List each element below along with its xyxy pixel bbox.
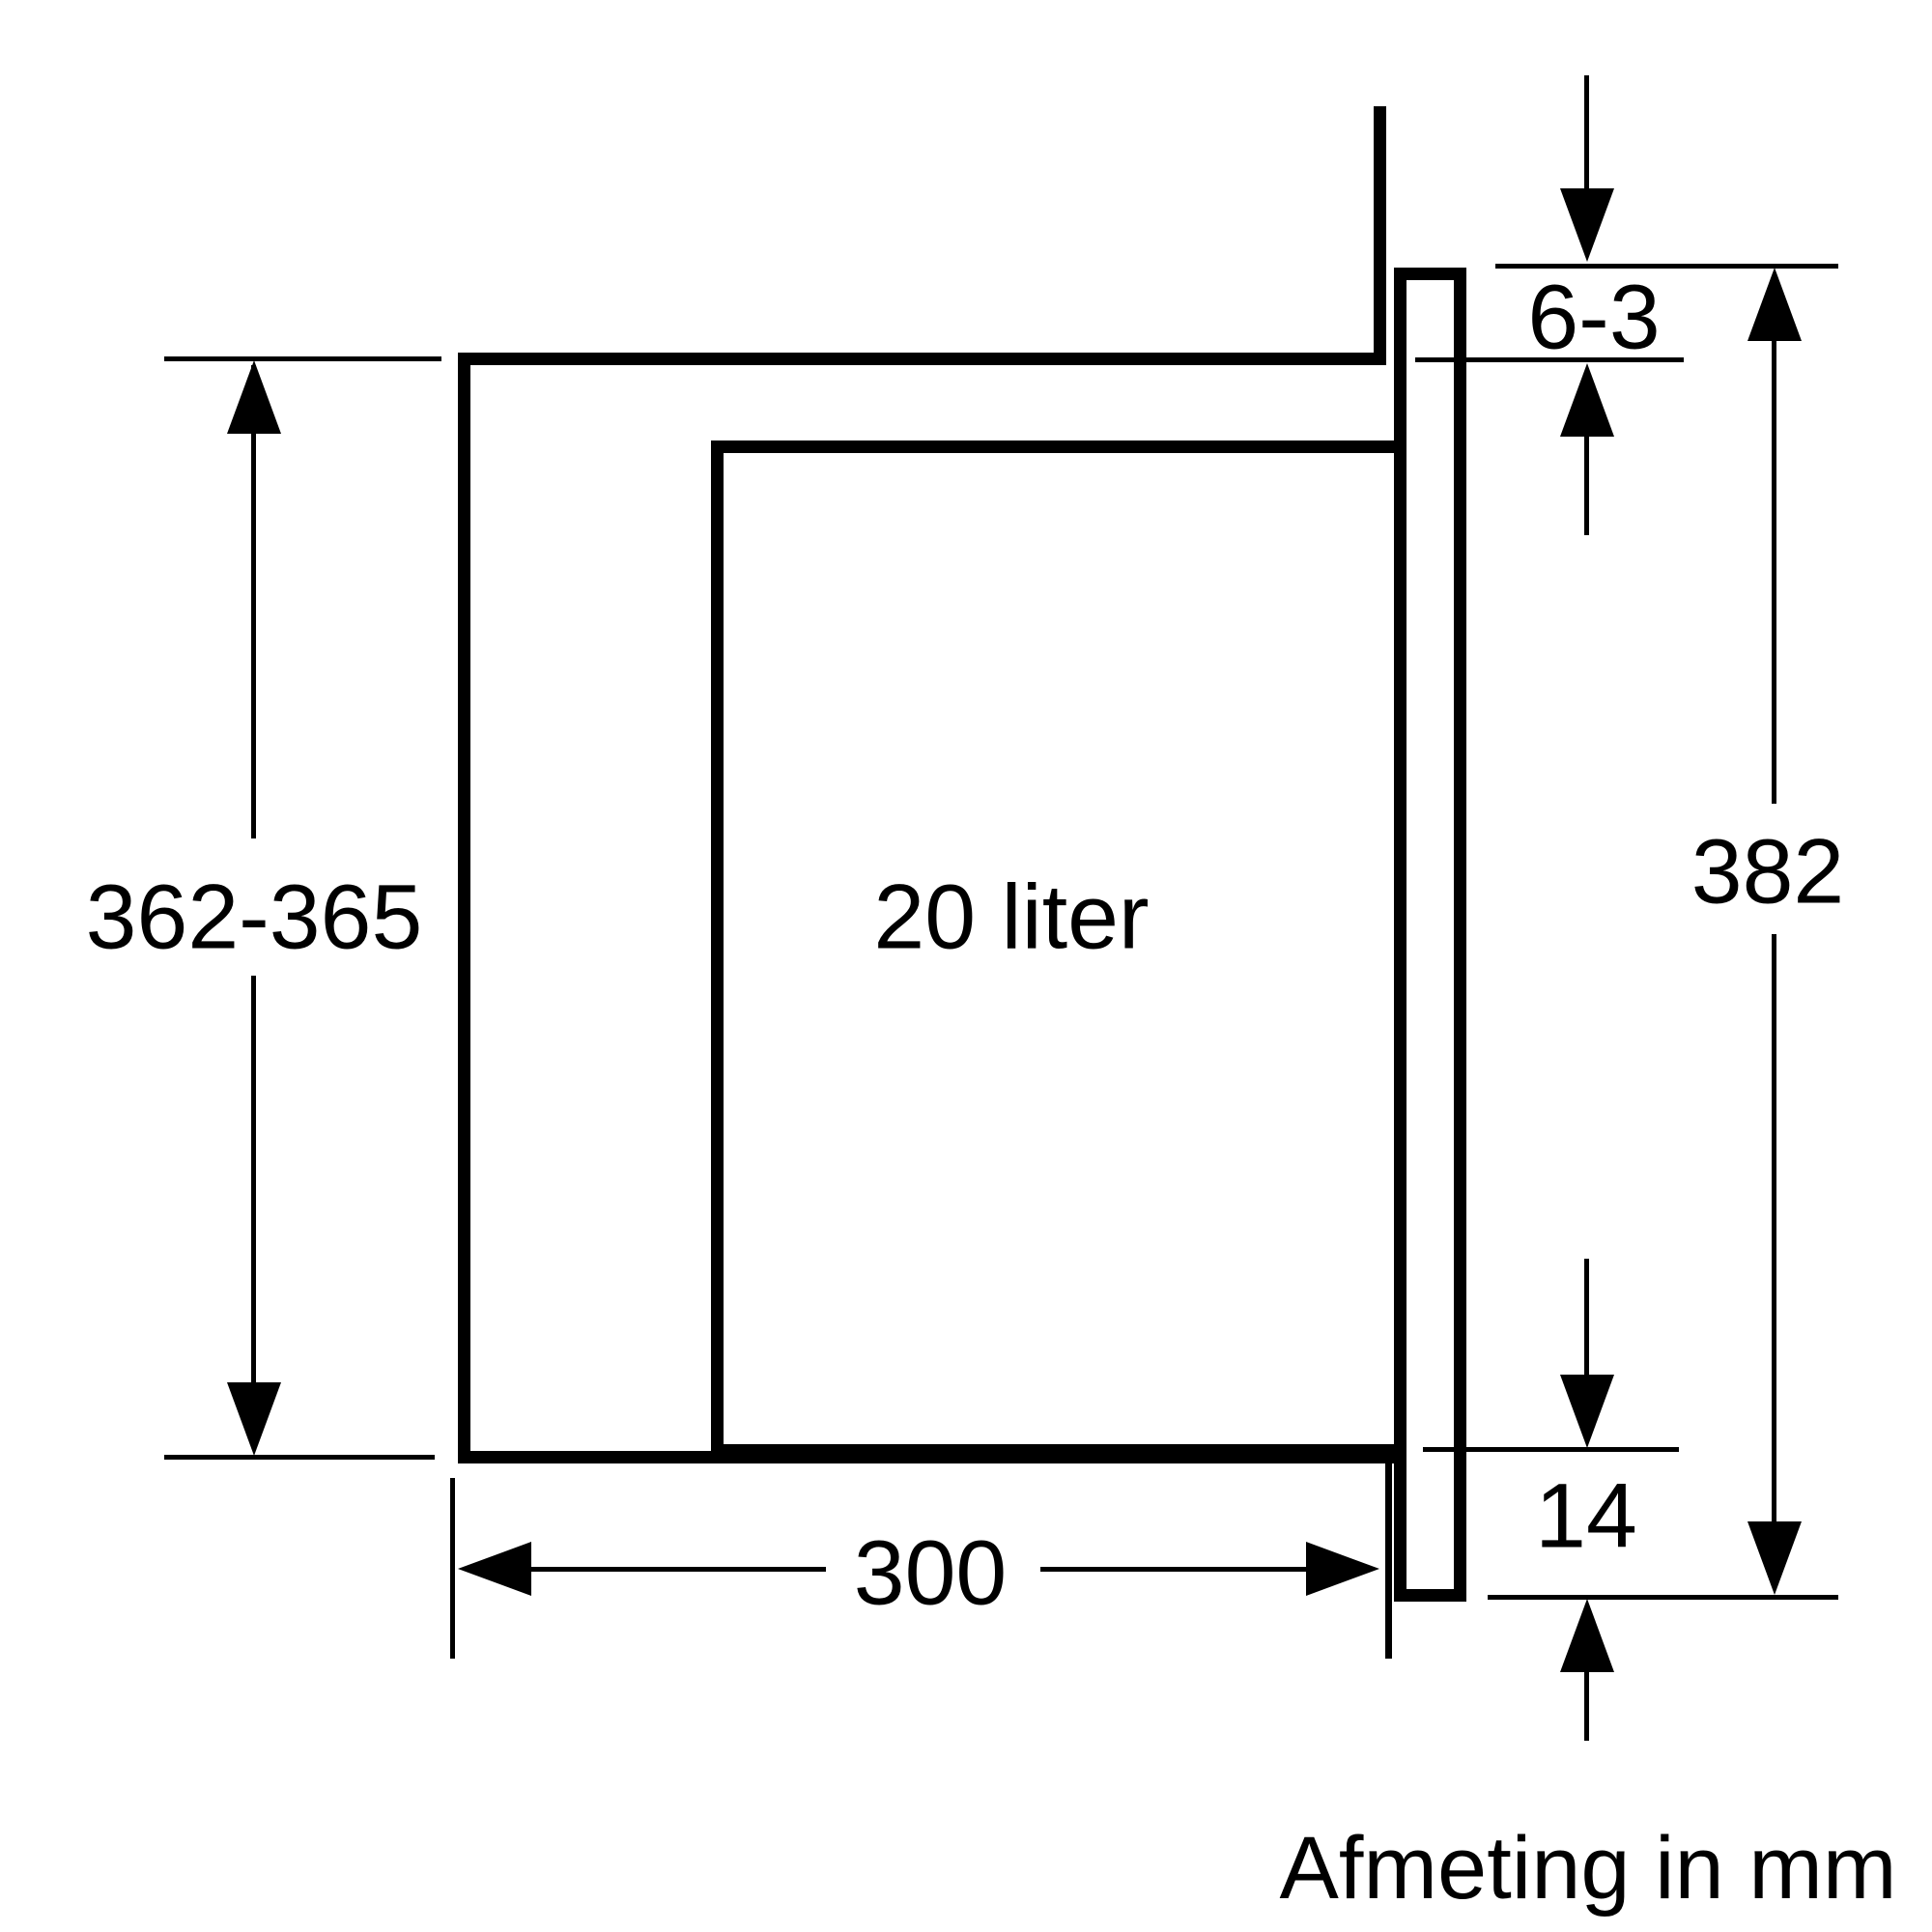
niche-height-ext-top (164, 356, 441, 361)
niche-height-ext-bottom (164, 1455, 435, 1460)
top-gap-ext-lower (1415, 357, 1684, 362)
top-gap-ext-upper (1495, 264, 1838, 269)
niche-top-line (458, 353, 1386, 365)
oven-body-back-line (711, 440, 724, 1457)
niche-back-line (458, 353, 470, 1463)
front-height-dim-line-upper (1772, 340, 1776, 804)
oven-body-top-line (711, 440, 1394, 453)
overlap-arrow-lower-icon (1560, 1599, 1614, 1672)
top-gap-arrow-lower-icon (1560, 363, 1614, 437)
depth-label: 300 (853, 1521, 1008, 1625)
front-height-label: 382 (1690, 820, 1845, 923)
front-frame-outline (1394, 268, 1466, 1602)
overlap-label: 14 (1535, 1464, 1637, 1568)
top-gap-label: 6-3 (1527, 266, 1661, 369)
depth-dim-line-left (526, 1567, 826, 1572)
niche-height-dim-line-upper (251, 365, 256, 838)
top-gap-arrow-upper-icon (1560, 188, 1614, 262)
niche-height-dim-line-lower (251, 976, 256, 1386)
overlap-ext-upper (1423, 1447, 1679, 1452)
overlap-leader-upper (1584, 1259, 1589, 1378)
top-gap-leader-upper (1584, 75, 1589, 193)
front-height-arrow-bottom-icon (1747, 1521, 1802, 1595)
niche-height-arrow-bottom-icon (227, 1382, 281, 1456)
depth-dim-line-right (1040, 1567, 1310, 1572)
units-note: Afmeting in mm (1279, 1819, 1897, 1918)
overlap-leader-lower (1584, 1668, 1589, 1741)
oven-body-bottom-line (711, 1444, 1394, 1457)
overlap-ext-lower (1488, 1595, 1838, 1600)
depth-arrow-left-icon (458, 1542, 531, 1596)
cabinet-top-wall-line (1374, 106, 1386, 363)
depth-arrow-right-icon (1306, 1542, 1379, 1596)
front-height-arrow-top-icon (1747, 268, 1802, 341)
top-gap-leader-lower (1584, 433, 1589, 535)
cabinet-bottom-wall-line (1385, 1452, 1392, 1659)
overlap-arrow-upper-icon (1560, 1375, 1614, 1448)
depth-ext-left (450, 1478, 455, 1659)
capacity-label: 20 liter (873, 866, 1150, 969)
niche-height-arrow-top-icon (227, 360, 281, 434)
front-height-dim-line-lower (1772, 934, 1776, 1524)
niche-height-label: 362-365 (85, 866, 423, 969)
